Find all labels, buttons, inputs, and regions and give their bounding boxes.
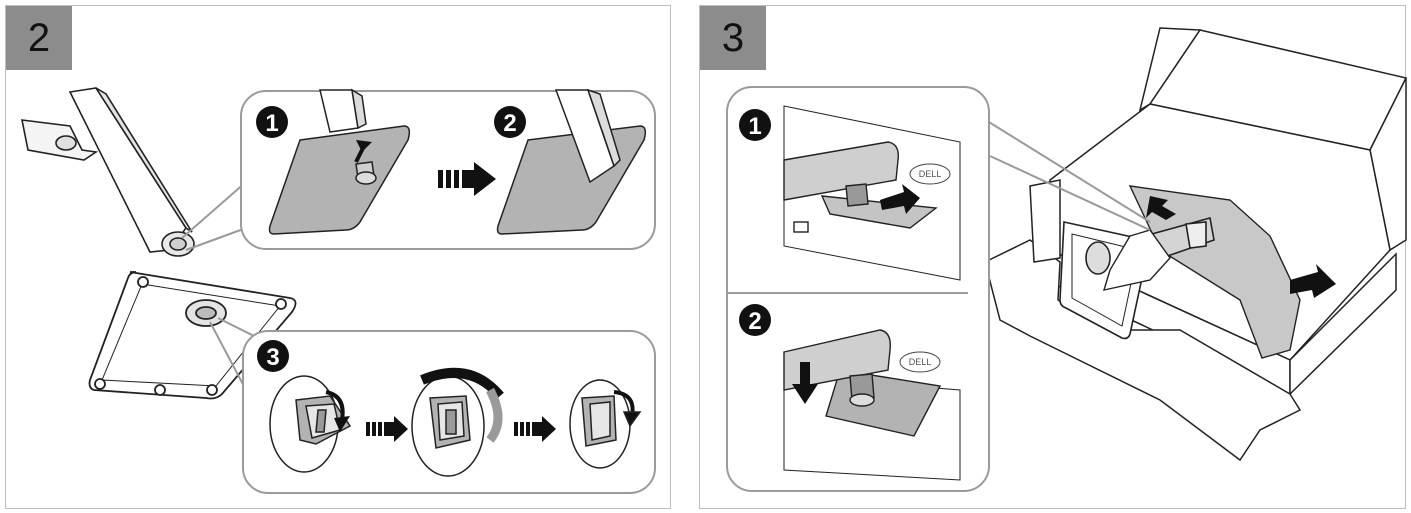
step-number-2: 2 bbox=[6, 6, 72, 70]
screw-handle-turning bbox=[411, 367, 504, 477]
next-step-arrow-icon bbox=[438, 162, 496, 196]
badge-3: 3 bbox=[257, 340, 289, 372]
arrow-down-icon bbox=[792, 362, 818, 404]
svg-text:3: 3 bbox=[266, 344, 279, 371]
base-with-hinge bbox=[268, 88, 411, 235]
assembled-stand bbox=[496, 88, 647, 235]
arrow-lift-icon bbox=[1146, 196, 1176, 220]
svg-text:1: 1 bbox=[265, 110, 278, 137]
svg-text:1: 1 bbox=[748, 113, 761, 140]
stand-riser bbox=[20, 87, 195, 257]
svg-text:2: 2 bbox=[503, 110, 516, 137]
svg-text:DELL: DELL bbox=[919, 169, 942, 179]
next-step-arrow-icon bbox=[514, 416, 556, 442]
rotate-arrow-icon bbox=[325, 390, 350, 432]
callout-connector bbox=[975, 113, 1151, 231]
dell-logo: DELL bbox=[899, 351, 941, 373]
svg-text:DELL: DELL bbox=[909, 357, 932, 367]
dell-logo: DELL bbox=[909, 163, 951, 185]
callout-a-connector bbox=[181, 181, 247, 251]
badge-1: 1 bbox=[256, 106, 288, 138]
stand-attached-view bbox=[783, 329, 961, 481]
step-number-3: 3 bbox=[700, 6, 766, 70]
arrow-up-icon bbox=[354, 140, 372, 163]
arrow-slide-icon bbox=[880, 184, 920, 214]
svg-text:2: 2 bbox=[748, 308, 761, 335]
screw-handle-raised bbox=[269, 375, 352, 473]
badge-2: 2 bbox=[739, 304, 771, 336]
screw-handle-folded bbox=[569, 379, 642, 469]
monitor-back-slot bbox=[783, 105, 961, 281]
badge-1: 1 bbox=[739, 109, 771, 141]
arrow-push-icon bbox=[1290, 264, 1336, 298]
badge-2: 2 bbox=[494, 106, 526, 138]
next-step-arrow-icon bbox=[366, 416, 408, 442]
